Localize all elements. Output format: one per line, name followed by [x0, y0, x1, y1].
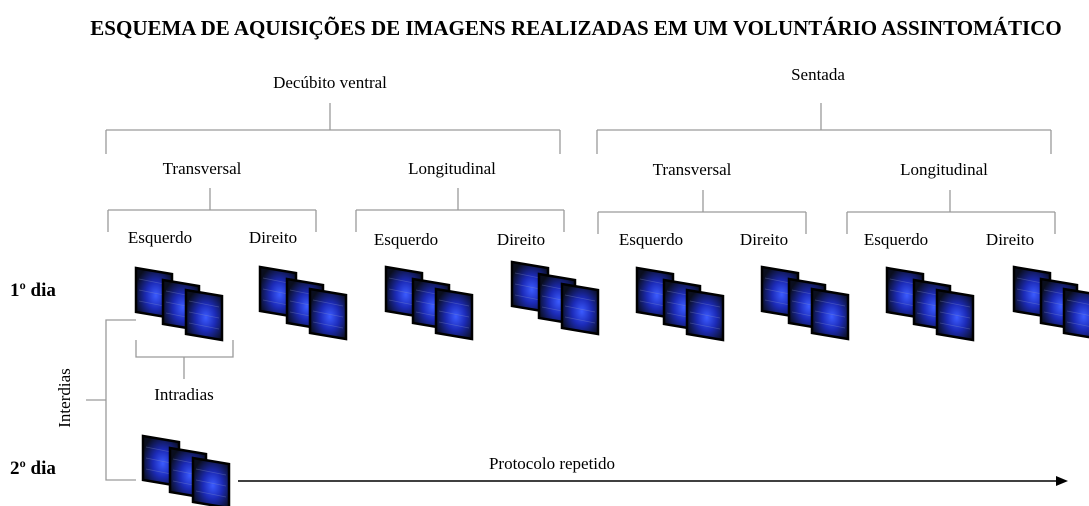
ultrasound-texture-line	[1066, 310, 1089, 316]
ultrasound-image-stack	[635, 266, 725, 342]
ultrasound-texture-line	[564, 294, 596, 302]
ultrasound-image-stack	[258, 265, 348, 341]
ultrasound-texture-line	[814, 321, 846, 329]
ultrasound-image-frame	[935, 288, 975, 342]
side-label-esquerdo-4: Esquerdo	[864, 230, 928, 249]
ultrasound-texture-line	[195, 468, 227, 476]
ultrasound-texture-line	[312, 299, 344, 307]
ultrasound-texture-line	[564, 316, 596, 324]
ultrasound-texture-line	[939, 300, 971, 308]
ultrasound-image-frame	[184, 288, 224, 342]
intradias-label: Intradias	[154, 385, 213, 404]
ultrasound-texture-line	[689, 311, 721, 319]
interdias-label: Interdias	[55, 368, 74, 427]
ultrasound-texture-line	[689, 322, 721, 330]
side-label-direito-4: Direito	[986, 230, 1034, 249]
ultrasound-image-stack	[510, 260, 600, 336]
side-label-direito-2: Direito	[497, 230, 545, 249]
ultrasound-image-stack	[134, 266, 224, 342]
side-label-esquerdo-3: Esquerdo	[619, 230, 683, 249]
ultrasound-texture-line	[188, 311, 220, 319]
ultrasound-texture-line	[195, 490, 227, 498]
intradias-bracket	[135, 340, 234, 379]
ultrasound-image-stack	[760, 265, 850, 341]
ultrasound-texture-line	[188, 300, 220, 308]
ultrasound-image-frame	[810, 287, 850, 341]
ultrasound-image-frame	[308, 287, 348, 341]
ultrasound-texture-line	[195, 479, 227, 487]
ultrasound-texture-line	[814, 299, 846, 307]
ultrasound-texture-line	[1066, 299, 1089, 305]
ultrasound-texture-line	[438, 321, 470, 329]
ultrasound-texture-line	[438, 310, 470, 318]
orientation-label-longitudinal-1: Longitudinal	[408, 159, 496, 178]
orientation-label-transversal-1: Transversal	[163, 159, 242, 178]
ultrasound-image-stack	[384, 265, 474, 341]
side-label-esquerdo-2: Esquerdo	[374, 230, 438, 249]
ultrasound-image-stack	[1012, 265, 1089, 339]
ultrasound-texture-line	[939, 322, 971, 330]
image-stacks	[134, 260, 1089, 506]
position-label-sentada: Sentada	[791, 65, 845, 84]
ultrasound-image-frame	[434, 287, 474, 341]
day-label-1: 1º dia	[10, 280, 56, 301]
interdias-bracket	[86, 319, 136, 481]
protocolo-label: Protocolo repetido	[489, 454, 615, 473]
protocolo-arrow	[238, 476, 1068, 486]
orientation-label-longitudinal-2: Longitudinal	[900, 160, 988, 179]
diagram-title: ESQUEMA DE AQUISIÇÕES DE IMAGENS REALIZA…	[90, 16, 1061, 40]
day-label-2: 2º dia	[10, 458, 56, 479]
ultrasound-texture-line	[689, 300, 721, 308]
position-brackets	[105, 103, 1052, 154]
ultrasound-texture-line	[312, 310, 344, 318]
ultrasound-image-stack	[141, 434, 231, 506]
ultrasound-texture-line	[939, 311, 971, 319]
orientation-label-transversal-2: Transversal	[653, 160, 732, 179]
side-label-esquerdo-1: Esquerdo	[128, 228, 192, 247]
ultrasound-image-frame	[560, 282, 600, 336]
ultrasound-texture-line	[438, 299, 470, 307]
ultrasound-texture-line	[312, 321, 344, 329]
orientation-brackets	[107, 188, 1056, 234]
side-label-direito-1: Direito	[249, 228, 297, 247]
ultrasound-image-frame	[191, 456, 231, 506]
ultrasound-texture-line	[564, 305, 596, 313]
ultrasound-texture-line	[1066, 321, 1089, 327]
ultrasound-image-frame	[1062, 287, 1089, 339]
position-label-decubito-ventral: Decúbito ventral	[273, 73, 387, 92]
side-label-direito-3: Direito	[740, 230, 788, 249]
ultrasound-image-frame	[685, 288, 725, 342]
ultrasound-texture-line	[814, 310, 846, 318]
ultrasound-image-stack	[885, 266, 975, 342]
ultrasound-texture-line	[188, 322, 220, 330]
